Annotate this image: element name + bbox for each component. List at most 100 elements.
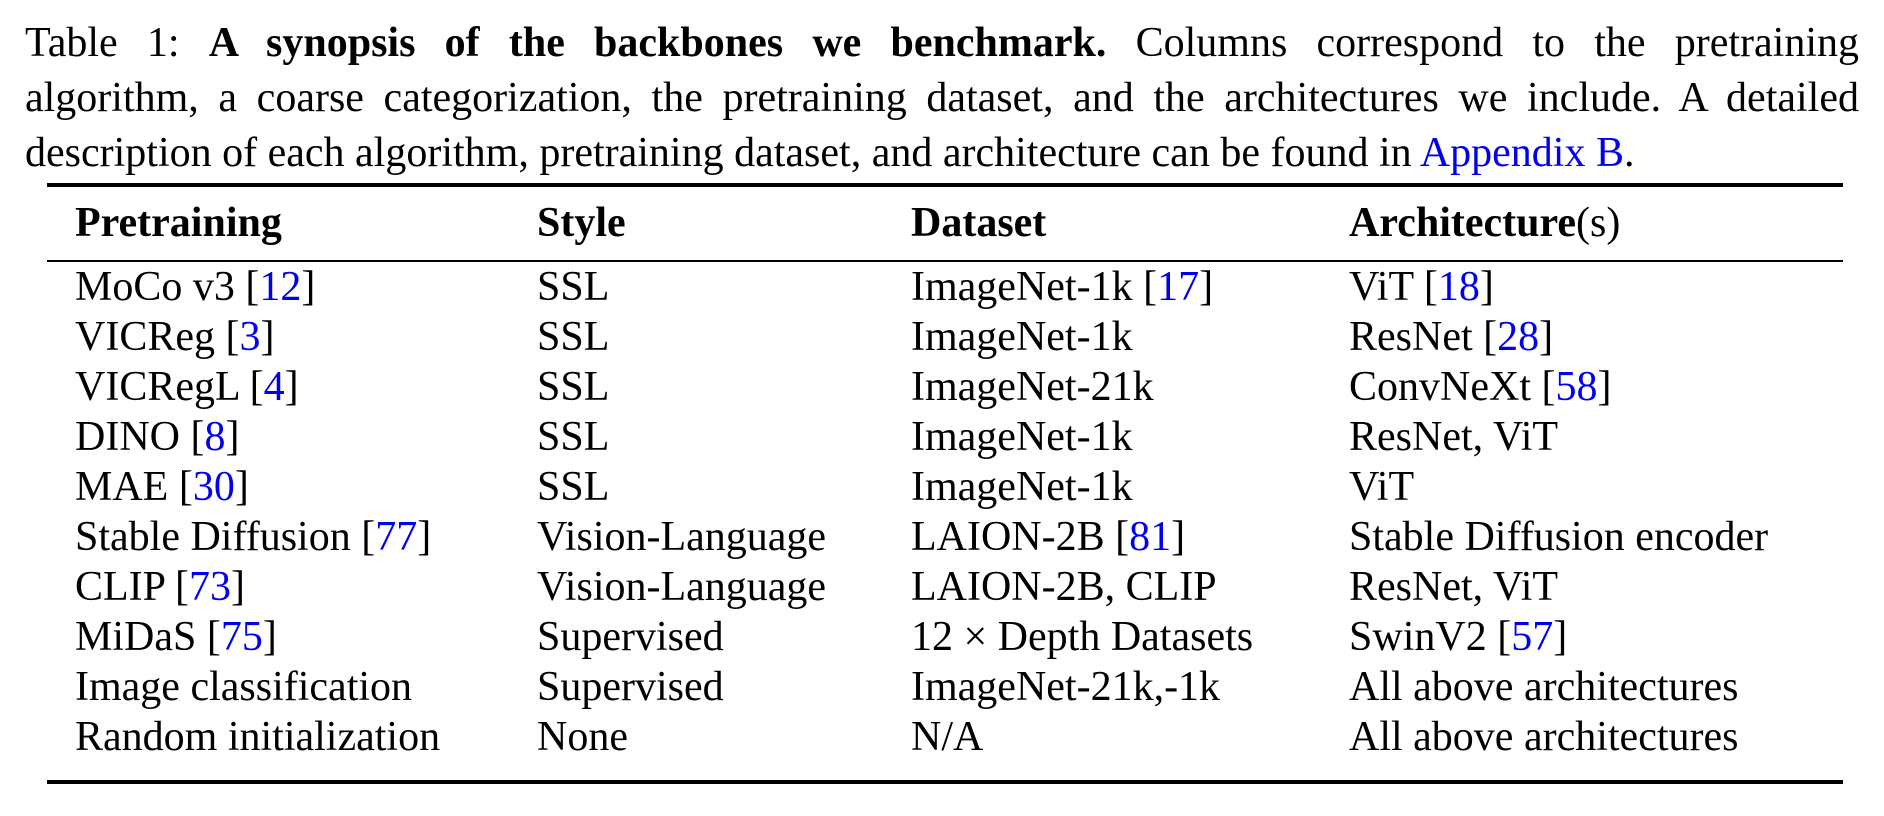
column-header-pretraining-label: Pretraining xyxy=(75,200,282,246)
text-segment: ViT [ xyxy=(1349,264,1438,310)
citation-link[interactable]: 17 xyxy=(1157,264,1200,310)
text-segment: SwinV2 [ xyxy=(1349,614,1512,660)
citation-link[interactable]: 28 xyxy=(1497,314,1540,360)
text-segment: SSL xyxy=(537,364,610,410)
text-segment: ImageNet-1k xyxy=(911,314,1133,360)
text-segment: ] xyxy=(260,314,275,360)
citation-link[interactable]: 75 xyxy=(220,614,263,660)
table-cell: SSL xyxy=(537,462,911,512)
text-segment: VICRegL [ xyxy=(75,364,264,410)
text-segment: N/A xyxy=(911,714,984,760)
text-segment: ] xyxy=(284,364,299,410)
table-cell: Vision-Language xyxy=(537,512,911,562)
table-cell: MoCo v3 [12] xyxy=(47,262,537,312)
text-segment: Columns correspond to the pretraining xyxy=(1106,20,1859,66)
table-cell: None xyxy=(537,712,911,762)
table-cell: SSL xyxy=(537,412,911,462)
text-segment: ImageNet-1k xyxy=(911,414,1133,460)
text-segment: ImageNet-21k xyxy=(911,364,1154,410)
table-cell: MAE [30] xyxy=(47,462,537,512)
caption-line: Table 1: A synopsis of the backbones we … xyxy=(25,16,1859,71)
citation-link[interactable]: 3 xyxy=(239,314,261,360)
table-cell: LAION-2B, CLIP xyxy=(911,562,1349,612)
text-segment: A synopsis of the backbones we benchmark… xyxy=(208,20,1107,66)
table-cell: ImageNet-21k,-1k xyxy=(911,662,1349,712)
table-cell: ImageNet-1k xyxy=(911,312,1349,362)
table-cell: N/A xyxy=(911,712,1349,762)
text-segment: Vision-Language xyxy=(537,514,827,560)
table-bottom-rule xyxy=(47,780,1843,784)
table-mid-rule xyxy=(47,260,1843,262)
table-cell: MiDaS [75] xyxy=(47,612,537,662)
table-cell: SSL xyxy=(537,262,911,312)
table-cell: LAION-2B [81] xyxy=(911,512,1349,562)
column-header-dataset: Dataset xyxy=(911,187,1349,260)
table-cell: ResNet [28] xyxy=(1349,312,1843,362)
citation-link[interactable]: 18 xyxy=(1437,264,1480,310)
table-cell: Supervised xyxy=(537,612,911,662)
table-cell: ConvNeXt [58] xyxy=(1349,362,1843,412)
column-header-style-label: Style xyxy=(537,200,626,246)
table-cell: SSL xyxy=(537,362,911,412)
table-cell: ImageNet-1k xyxy=(911,462,1349,512)
citation-link[interactable]: 4 xyxy=(263,364,285,410)
citation-link[interactable]: 58 xyxy=(1555,364,1598,410)
column-header-style: Style xyxy=(537,187,911,260)
citation-link[interactable]: 81 xyxy=(1129,514,1172,560)
table-cell: ResNet, ViT xyxy=(1349,562,1843,612)
table-cell: All above architectures xyxy=(1349,712,1843,762)
table-cell: Image classification xyxy=(47,662,537,712)
table-cell: Stable Diffusion [77] xyxy=(47,512,537,562)
text-segment: ImageNet-1k [ xyxy=(911,264,1158,310)
citation-link[interactable]: 8 xyxy=(204,414,226,460)
citation-link[interactable]: 77 xyxy=(375,514,418,560)
table-cell: ViT xyxy=(1349,462,1843,512)
citation-link[interactable]: 57 xyxy=(1511,614,1554,660)
caption-line: algorithm, a coarse categorization, the … xyxy=(25,71,1859,126)
table-row: VICRegL [4] SSL ImageNet-21k ConvNeXt [58] xyxy=(47,362,1843,412)
column-header-pretraining: Pretraining xyxy=(47,187,537,260)
text-segment: LAION-2B [ xyxy=(911,514,1130,560)
table-top-rule xyxy=(47,183,1843,187)
text-segment: SSL xyxy=(537,264,610,310)
table-cell: ImageNet-21k xyxy=(911,362,1349,412)
text-segment: Supervised xyxy=(537,664,724,710)
table-cell: Supervised xyxy=(537,662,911,712)
text-segment: VICReg [ xyxy=(75,314,240,360)
table-cell: SSL xyxy=(537,312,911,362)
column-header-architecture-label: Architecture xyxy=(1349,200,1577,246)
column-header-dataset-label: Dataset xyxy=(911,200,1047,246)
citation-link[interactable]: 73 xyxy=(188,564,231,610)
citation-link[interactable]: 12 xyxy=(259,264,302,310)
citation-link[interactable]: 30 xyxy=(192,464,235,510)
caption-line: description of each algorithm, pretraini… xyxy=(25,126,1859,181)
appendix-b-link[interactable]: Appendix B xyxy=(1419,130,1624,176)
text-segment: MoCo v3 [ xyxy=(75,264,260,310)
text-segment: ] xyxy=(225,414,240,460)
text-segment: ImageNet-1k xyxy=(911,464,1133,510)
table-bottom-spacer xyxy=(47,762,1843,780)
text-segment: ] xyxy=(1199,264,1214,310)
text-segment: None xyxy=(537,714,628,760)
text-segment: description of each algorithm, pretraini… xyxy=(25,130,1420,176)
text-segment: Stable Diffusion [ xyxy=(75,514,376,560)
table-header-row: Pretraining Style Dataset Architecture(s… xyxy=(47,187,1843,260)
text-segment: Image classification xyxy=(75,664,413,710)
text-segment: MiDaS [ xyxy=(75,614,221,660)
text-segment: ImageNet-21k,-1k xyxy=(911,664,1221,710)
text-segment: . xyxy=(1623,130,1635,176)
table-cell: Random initialization xyxy=(47,712,537,762)
text-segment: ] xyxy=(417,514,432,560)
table-cell: VICReg [3] xyxy=(47,312,537,362)
table-row: Image classification Supervised ImageNet-2… xyxy=(47,662,1843,712)
text-segment: LAION-2B, CLIP xyxy=(911,564,1217,610)
column-header-architecture: Architecture(s) xyxy=(1349,187,1843,260)
benchmark-table: Pretraining Style Dataset Architecture(s… xyxy=(47,183,1843,784)
table-cell: Stable Diffusion encoder xyxy=(1349,512,1843,562)
